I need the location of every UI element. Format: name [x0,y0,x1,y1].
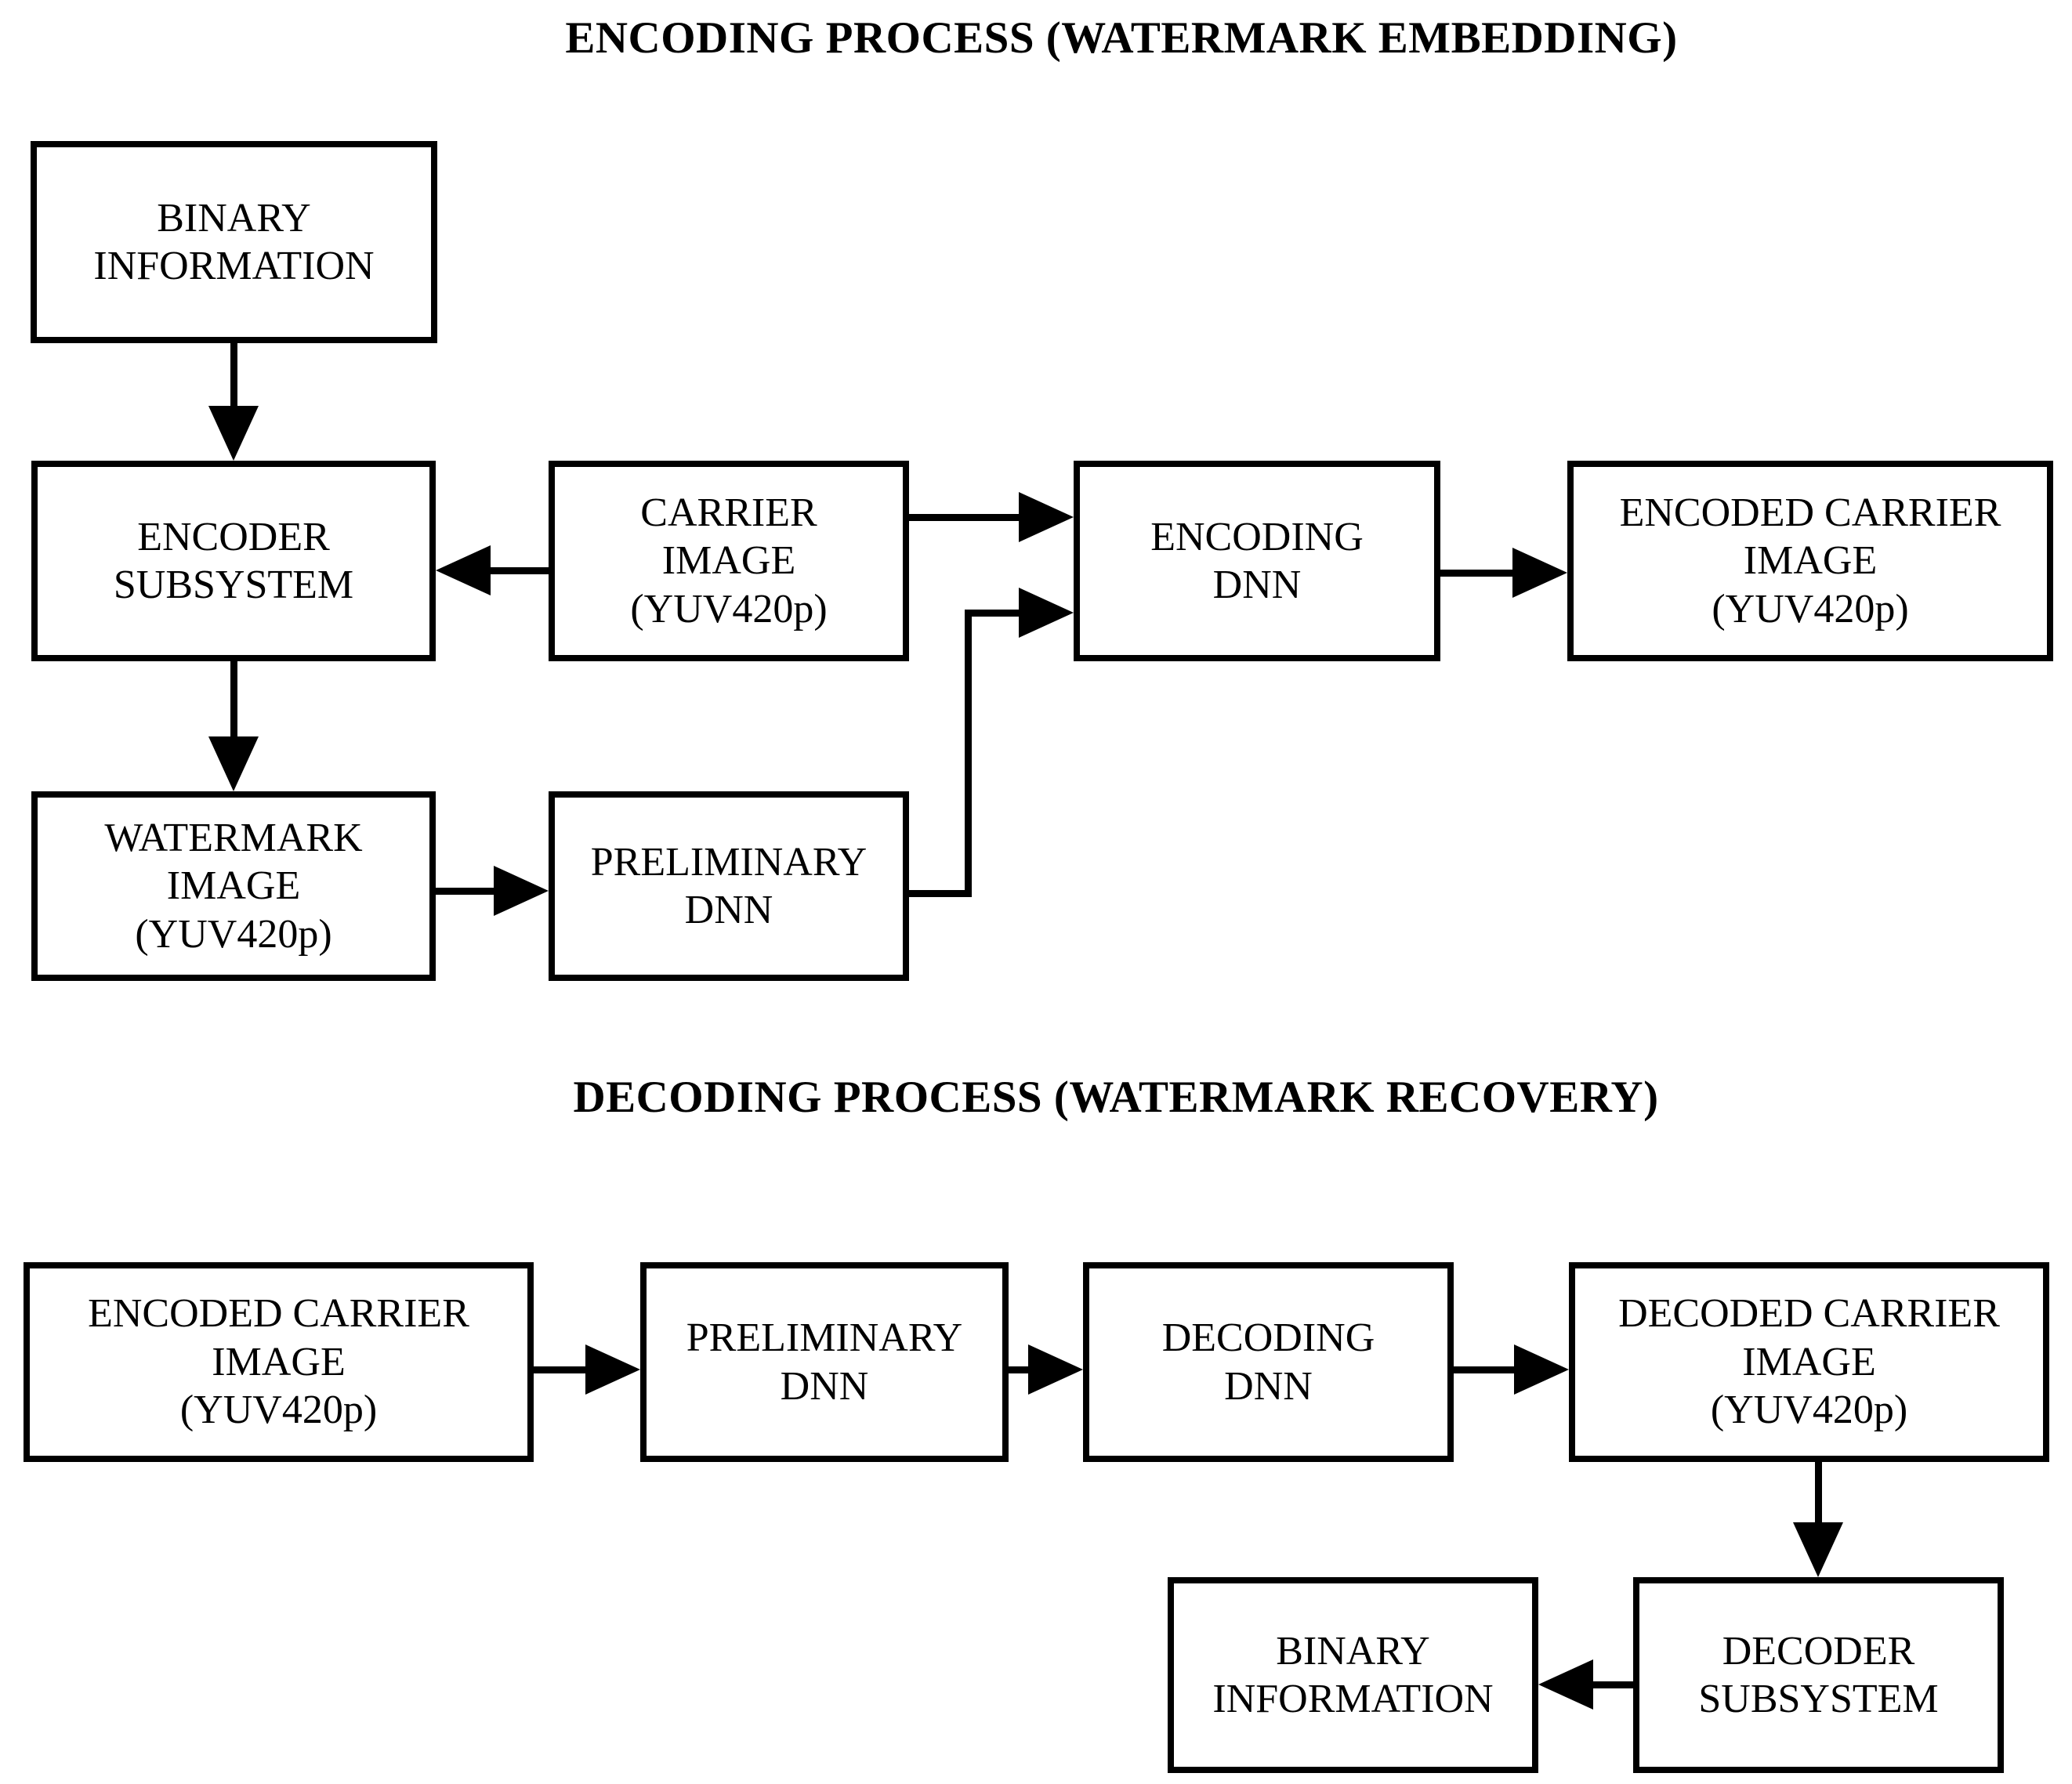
arrow-encoder-to-watermark-line [230,657,237,740]
label-line: IMAGE [1743,538,1878,584]
label-line: DECODER [1722,1628,1915,1674]
label-line: INFORMATION [1212,1677,1494,1721]
label-line: DNN [684,888,773,932]
label-line: BINARY [157,195,311,241]
label-line: ENCODING [1150,514,1364,559]
label-line: DNN [780,1363,869,1409]
arrow-carrier-to-encoder-arrowhead [436,545,491,595]
label-line: DECODING [1161,1315,1375,1361]
arrow-decoding-dnn-to-decoded-carrier-line [1450,1366,1518,1373]
label-line: SUBSYSTEM [113,563,354,607]
arrow-watermark-to-preliminary-arrowhead [494,866,549,916]
arrow-binary-to-encoder-arrowhead [208,406,259,461]
label-line: IMAGE [1742,1339,1876,1384]
arrow-decoder-to-binary-line [1589,1681,1637,1688]
label-line: IMAGE [166,863,301,909]
arrow-decoded-carrier-to-decoder-arrowhead [1793,1522,1843,1577]
arrow-encoder-to-watermark-arrowhead [208,736,259,791]
label-line: ENCODER [137,514,330,559]
arrow-encoding-dnn-to-encoded-carrier-arrowhead [1512,548,1567,598]
label-line: BINARY [1276,1628,1430,1674]
arrow-decoded-carrier-to-decoder-line [1814,1458,1822,1526]
label-line: (YUV420p) [630,586,828,631]
label-line: PRELIMINARY [590,839,868,885]
arrow-preliminary-to-encoding-dnn-line [964,609,1023,617]
label-line: (YUV420p) [179,1388,378,1433]
arrow-carrier-to-encoding-dnn-line [905,513,1023,521]
decoding-process-title: DECODING PROCESS (WATERMARK RECOVERY) [573,1073,1659,1122]
arrow-preliminary-to-decoding-dnn-arrowhead [1028,1344,1083,1395]
label-line: (YUV420p) [1712,586,1909,631]
arrow-encoded-carrier-to-preliminary-arrowhead [585,1344,640,1395]
label-line: WATERMARK [104,815,363,860]
arrow-carrier-to-encoder-line [487,566,552,574]
arrow-binary-to-encoder-line [230,339,237,410]
encoding-process-title: ENCODING PROCESS (WATERMARK EMBEDDING) [565,13,1678,63]
label-line: IMAGE [661,538,796,584]
label-line: ENCODED CARRIER [1619,490,2001,535]
arrow-decoder-to-binary-arrowhead [1538,1659,1593,1710]
arrow-preliminary-to-decoding-dnn-line [1005,1366,1032,1373]
arrow-watermark-to-preliminary-line [432,887,498,895]
label-line: SUBSYSTEM [1698,1677,1939,1721]
arrow-preliminary-to-encoding-dnn-line [905,889,972,897]
label-line: (YUV420p) [1710,1388,1908,1433]
arrow-carrier-to-encoding-dnn-arrowhead [1019,492,1074,542]
arrow-encoding-dnn-to-encoded-carrier-line [1436,569,1516,577]
arrow-encoded-carrier-to-preliminary-line [530,1366,589,1373]
label-line: DNN [1212,563,1302,607]
label-line: IMAGE [212,1339,346,1384]
arrow-decoding-dnn-to-decoded-carrier-arrowhead [1514,1344,1569,1395]
label-line: PRELIMINARY [686,1315,963,1361]
arrow-preliminary-to-encoding-dnn-arrowhead [1019,588,1074,638]
label-line: ENCODED CARRIER [88,1291,469,1337]
label-line: (YUV420p) [135,911,332,957]
label-line: DNN [1224,1363,1313,1409]
arrow-preliminary-to-encoding-dnn-line [964,609,972,897]
label-line: CARRIER [640,490,817,535]
label-line: DECODED CARRIER [1618,1291,2000,1337]
label-line: INFORMATION [93,244,375,288]
